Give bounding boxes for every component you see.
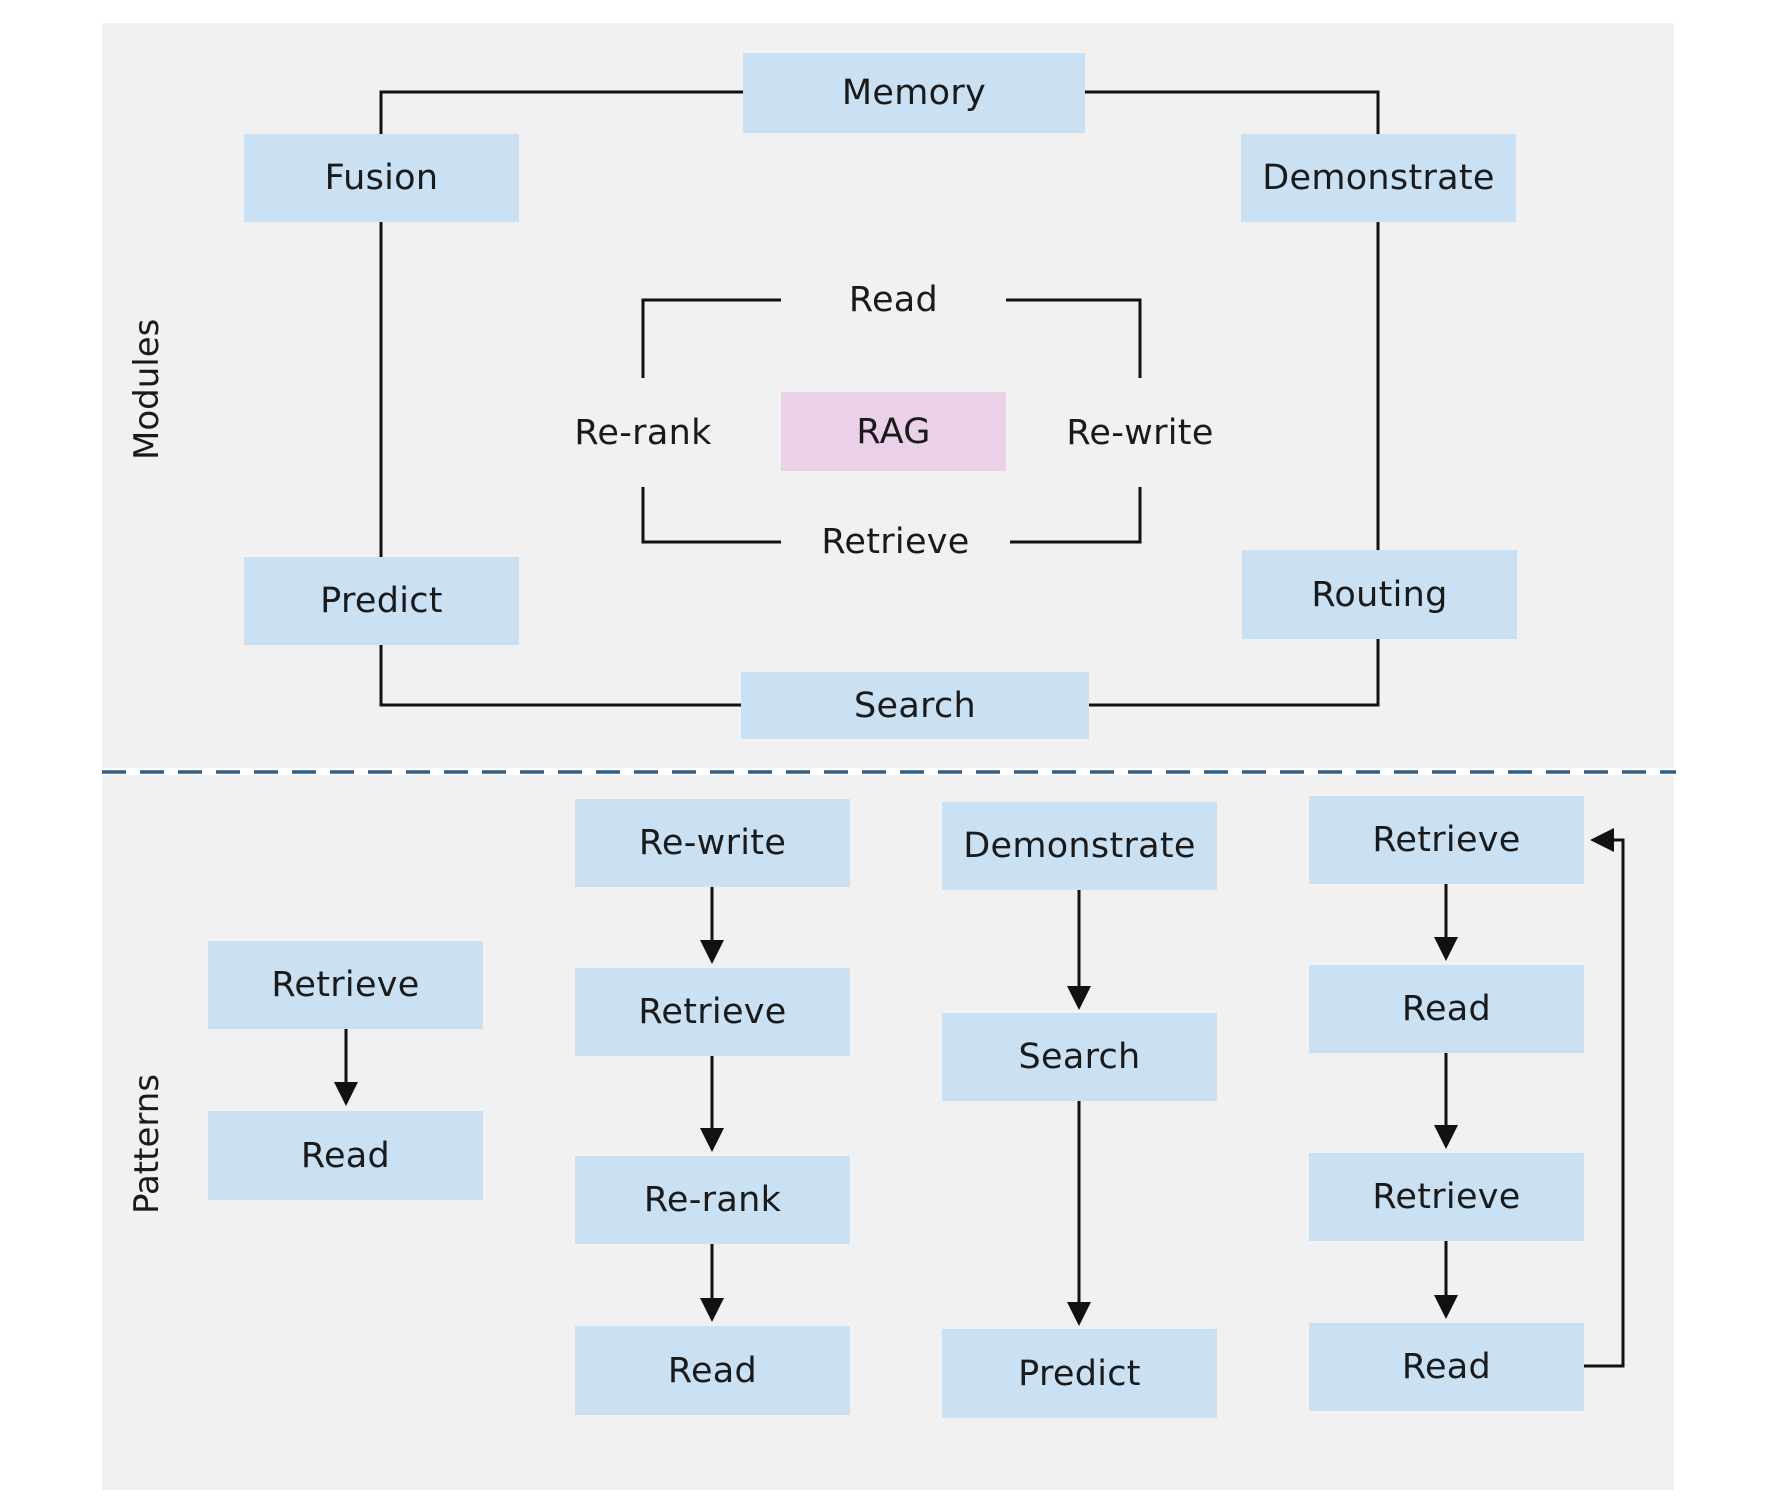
module-rag-center: RAG: [781, 392, 1006, 471]
inner-ring-top-right-corner: [1006, 298, 1142, 378]
module-demonstrate: Demonstrate: [1241, 134, 1516, 222]
module-memory: Memory: [743, 53, 1085, 133]
pattern-col1-step2: Read: [208, 1111, 483, 1200]
outer-ring-bottom-right-line: [1089, 639, 1380, 707]
module-search: Search: [741, 672, 1089, 739]
module-retrieve: Retrieve: [821, 522, 970, 562]
pattern-col2-step4: Read: [575, 1326, 850, 1415]
pattern-col3-step1: Demonstrate: [942, 802, 1217, 890]
outer-ring-top-left-line: [379, 90, 743, 134]
pattern-col4-step1: Retrieve: [1309, 796, 1584, 884]
pattern-col4-step3: Retrieve: [1309, 1153, 1584, 1241]
module-rewrite: Re-write: [1066, 413, 1214, 453]
pattern-col1-step1: Retrieve: [208, 941, 483, 1029]
inner-ring-bottom-right-corner: [1010, 487, 1142, 544]
pattern-col2-step1: Re-write: [575, 799, 850, 887]
module-predict: Predict: [244, 557, 519, 645]
outer-ring-bottom-left-line: [379, 645, 741, 707]
module-rerank: Re-rank: [574, 413, 712, 453]
arrow-col4-loop: [1584, 828, 1625, 1368]
pattern-col4-step4: Read: [1309, 1323, 1584, 1411]
pattern-col2-step2: Retrieve: [575, 968, 850, 1056]
inner-ring-bottom-left-corner: [641, 487, 781, 544]
pattern-col3-step3: Predict: [942, 1329, 1217, 1418]
pattern-col3-step2: Search: [942, 1013, 1217, 1101]
patterns-section-label: Patterns: [127, 1073, 167, 1214]
module-routing: Routing: [1242, 550, 1517, 639]
modules-section-label: Modules: [127, 318, 167, 460]
module-read: Read: [848, 280, 939, 320]
outer-ring-top-right-line: [1085, 90, 1380, 134]
inner-ring-top-left-corner: [641, 298, 781, 378]
module-fusion: Fusion: [244, 134, 519, 222]
pattern-col4-step2: Read: [1309, 965, 1584, 1053]
pattern-col2-step3: Re-rank: [575, 1156, 850, 1244]
